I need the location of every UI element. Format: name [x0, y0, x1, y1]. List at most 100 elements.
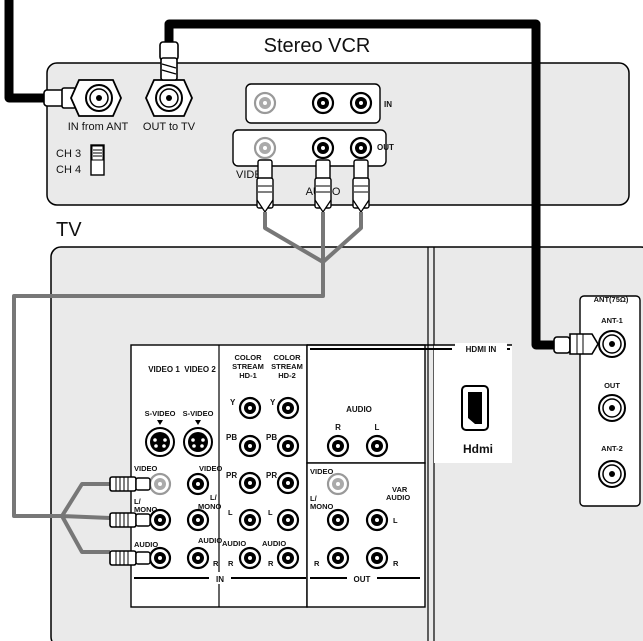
ant1-plug — [553, 333, 599, 355]
out-l-mono-a: L/ — [310, 494, 318, 503]
var-audio-b: AUDIO — [386, 493, 410, 502]
hd1-line2: STREAM — [232, 362, 264, 371]
hdmi-audio-header: AUDIO — [346, 405, 372, 414]
ant2-label: ANT-2 — [601, 444, 623, 453]
video2-composite-jack — [186, 472, 210, 496]
hd2-pb-jack — [276, 434, 300, 458]
video1-jack-label: VIDEO — [134, 464, 158, 473]
hd1-r-label: R — [228, 559, 234, 568]
vcr-ant-in-jack — [70, 79, 122, 117]
hd2-audio-l-jack — [276, 508, 300, 532]
var-audio-l-jack — [365, 508, 389, 532]
channel-switch[interactable] — [90, 144, 105, 176]
vcr-title: Stereo VCR — [264, 35, 371, 57]
svideo1-jack — [145, 427, 175, 457]
ant1-label: ANT-1 — [601, 316, 623, 325]
out-video-jack — [326, 472, 350, 496]
vcr-out-plugs — [256, 159, 370, 214]
hdmi-logo: Hdmi — [463, 442, 493, 456]
vcr-out-plug — [159, 41, 179, 81]
hd1-audio-label: AUDIO — [222, 539, 246, 548]
hd2-audio-label: AUDIO — [262, 539, 286, 548]
ch3-label: CH 3 — [56, 148, 81, 160]
var-audio-a: VAR — [392, 485, 408, 494]
var-r-label: R — [393, 559, 399, 568]
vcr-out-to-tv-label: OUT to TV — [143, 121, 196, 133]
antenna-cable — [4, 0, 50, 103]
hd2-line3: HD-2 — [278, 371, 296, 380]
out-audio-l-jack — [326, 508, 350, 532]
hd2-r-label: R — [268, 559, 274, 568]
vcr-out-label: OUT — [377, 143, 394, 152]
r2-label: R — [213, 559, 219, 568]
svideo2-jack — [183, 427, 213, 457]
hd2-y-label: Y — [270, 398, 276, 407]
video2-audio-r-jack — [186, 546, 210, 570]
audio1-label: AUDIO — [134, 540, 158, 549]
vcr-in-audio-r-jack — [349, 91, 373, 115]
vcr-in-video-jack — [253, 91, 277, 115]
tv-title: TV — [56, 219, 82, 241]
hd2-pr-label: PR — [266, 471, 277, 480]
hd2-audio-r-jack — [276, 546, 300, 570]
l-mono-1-a: L/ — [134, 497, 142, 506]
av-cable-bundle — [12, 212, 363, 518]
tv-input-plugs — [109, 476, 151, 566]
var-audio-r-jack — [365, 546, 389, 570]
var-l-label: L — [393, 516, 398, 525]
av-cable-split — [60, 482, 111, 554]
hd1-y-jack — [238, 396, 262, 420]
ch4-label: CH 4 — [56, 164, 81, 176]
vcr-in-from-ant-label: IN from ANT — [68, 121, 129, 133]
hd1-pb-jack — [238, 434, 262, 458]
tv-audio-panel — [306, 344, 426, 464]
video1-audio-r-jack — [148, 546, 172, 570]
hd1-pr-label: PR — [226, 471, 237, 480]
l-mono-2-a: L/ — [210, 493, 218, 502]
out-bracket-label: OUT — [354, 575, 371, 584]
hd1-audio-r-jack — [238, 546, 262, 570]
ant-header-label: ANT(75Ω) — [594, 295, 629, 304]
out-audio-r-jack — [326, 546, 350, 570]
hd1-pr-jack — [238, 471, 262, 495]
video2-audio-l-jack — [186, 508, 210, 532]
hdmi-audio-r-jack — [326, 434, 350, 458]
hd1-line1: COLOR — [234, 353, 262, 362]
out-video-label: VIDEO — [310, 467, 334, 476]
vcr-in-label: IN — [384, 100, 392, 109]
hdmi-in-label: HDMI IN — [466, 345, 497, 354]
ant-out-jack — [598, 394, 626, 422]
vcr-out-audio-r-jack — [349, 136, 373, 160]
out-l-mono-b: MONO — [310, 502, 333, 511]
video1-label: VIDEO 1 — [148, 365, 180, 374]
svideo1-label: S-VIDEO — [145, 409, 176, 418]
hd2-pb-label: PB — [266, 433, 277, 442]
hd1-y-label: Y — [230, 398, 236, 407]
video2-label: VIDEO 2 — [184, 365, 216, 374]
video1-audio-l-jack — [148, 508, 172, 532]
hdmi-port — [461, 385, 489, 431]
hdmi-audio-r-label: R — [335, 423, 341, 432]
hd2-pr-jack — [276, 471, 300, 495]
ant1-jack — [598, 330, 626, 358]
hd1-line3: HD-1 — [239, 371, 257, 380]
vcr-in-audio-l-jack — [311, 91, 335, 115]
l-mono-2-b: MONO — [198, 502, 221, 511]
audio2-label: AUDIO — [198, 536, 222, 545]
hd1-pb-label: PB — [226, 433, 237, 442]
in-bracket-label: IN — [216, 575, 224, 584]
out-r-label: R — [314, 559, 320, 568]
hdmi-audio-l-jack — [365, 434, 389, 458]
video1-composite-jack — [148, 472, 172, 496]
hdmi-audio-l-label: L — [375, 423, 380, 432]
ant-out-label: OUT — [604, 381, 620, 390]
l-mono-1-b: MONO — [134, 505, 157, 514]
vcr-out-to-tv-jack — [145, 79, 193, 117]
tv-output-panel — [306, 462, 426, 608]
svideo2-label: S-VIDEO — [183, 409, 214, 418]
hd2-l-label: L — [268, 508, 273, 517]
hd1-l-label: L — [228, 508, 233, 517]
hd1-audio-l-jack — [238, 508, 262, 532]
hd2-y-jack — [276, 396, 300, 420]
